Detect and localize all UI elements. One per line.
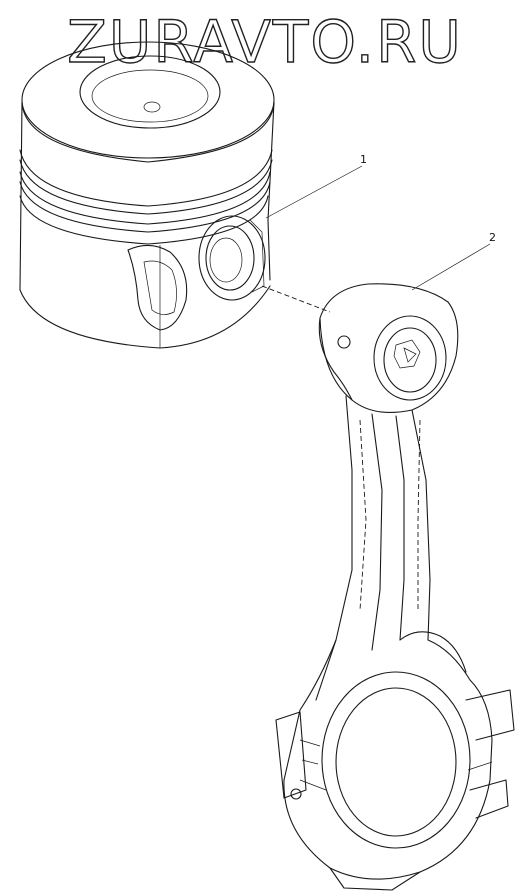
callout-number-2: 2	[489, 231, 496, 244]
watermark-text: ZURAVTO.RU	[67, 8, 463, 76]
connecting-rod-drawing	[275, 283, 515, 891]
pin-axis-line	[261, 285, 331, 313]
callout-number-1: 1	[360, 153, 367, 166]
callout-1: 1	[265, 153, 367, 219]
piston-drawing	[19, 41, 275, 349]
callout-2: 2	[411, 231, 496, 291]
